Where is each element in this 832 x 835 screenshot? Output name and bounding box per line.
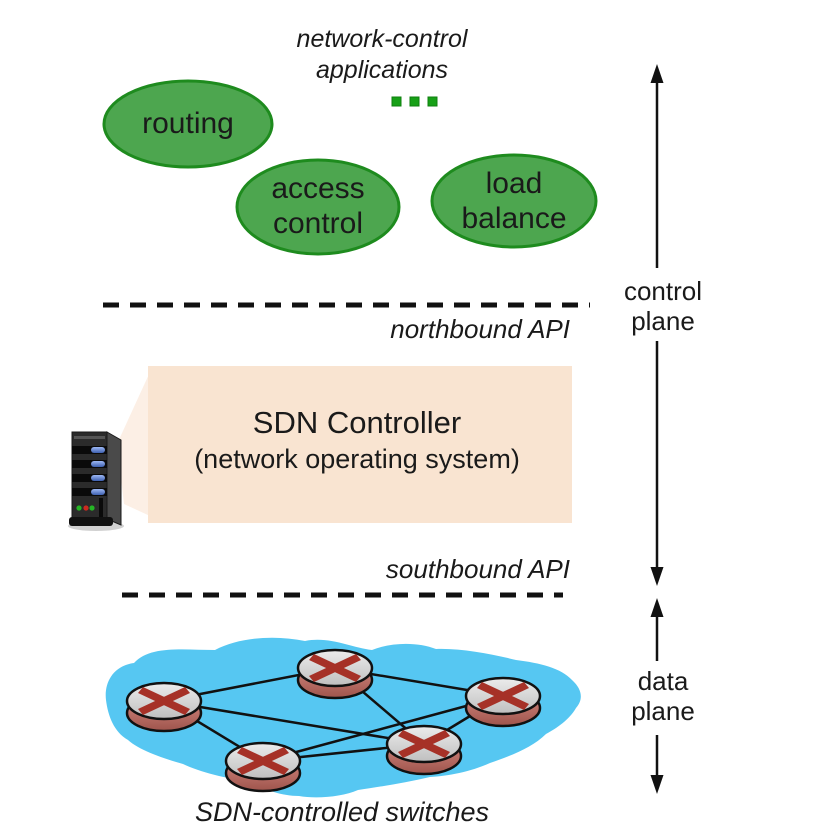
router-icon (296, 648, 374, 700)
northbound-api-label: northbound API (390, 314, 570, 344)
control-plane-arrow (650, 64, 664, 586)
routing-bubble-label: routing (103, 106, 273, 141)
control-plane-line-2: plane (631, 306, 695, 336)
southbound-api-label: southbound API (385, 554, 570, 584)
more-apps-ellipsis-icon (391, 96, 438, 107)
controller-box (148, 366, 572, 523)
control-plane-label: control plane (611, 276, 715, 336)
router-icon (224, 741, 302, 793)
sdn-controller-title: SDN Controller (252, 405, 462, 440)
data-plane-label: data plane (611, 666, 715, 726)
access-label-line-1: access (271, 172, 365, 205)
sdn-controlled-switches-caption: SDN-controlled switches (194, 797, 490, 827)
heading-line-1: network-control (296, 25, 468, 53)
load-balance-bubble-label: load balance (429, 166, 599, 236)
routing-label: routing (142, 107, 234, 140)
data-plane-line-1: data (637, 666, 689, 696)
app-bubble-access-control (235, 158, 401, 256)
sdn-controller-subtitle: (network operating system) (194, 444, 520, 474)
load-label-line-2: balance (461, 202, 567, 235)
app-bubble-load-balance (430, 153, 598, 249)
app-bubble-routing (102, 79, 274, 169)
access-control-bubble-label: access control (233, 171, 403, 241)
control-plane-line-1: control (623, 276, 703, 306)
data-plane-arrow (650, 598, 664, 794)
server-tower-icon (68, 431, 124, 531)
router-icon (385, 724, 463, 776)
network-control-applications-heading: network-control applications (232, 24, 532, 86)
access-label-line-2: control (272, 207, 364, 240)
sdn-controller-text: SDN Controller (network operating system… (152, 404, 562, 475)
data-plane-line-2: plane (631, 696, 695, 726)
controller-callout-tail (117, 372, 150, 516)
router-icon (125, 681, 203, 733)
heading-line-2: applications (315, 56, 449, 84)
load-label-line-1: load (485, 167, 543, 200)
router-icon (464, 676, 542, 728)
